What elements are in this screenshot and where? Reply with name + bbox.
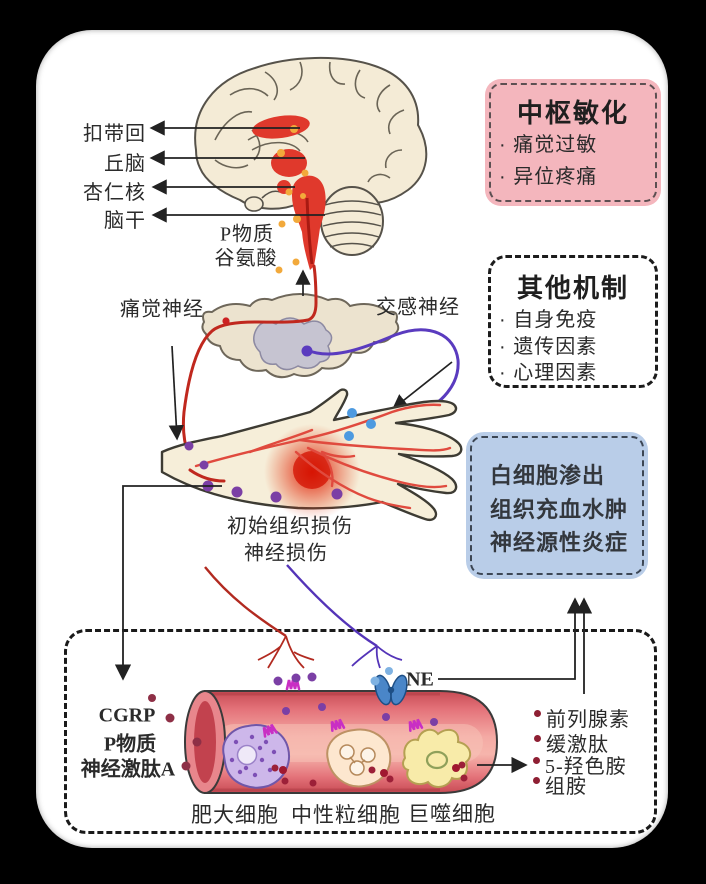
label-substance-p-vessel: P物质	[103, 733, 157, 756]
other-box-item-label: 自身免疫	[513, 309, 598, 331]
label-ne: NE	[406, 668, 434, 691]
other-box-item-label: 心理因素	[513, 362, 598, 384]
central-box-item: · 痛觉过敏	[499, 128, 597, 157]
central-box-item: · 异位疼痛	[499, 160, 597, 189]
other-box-item-label: 遗传因素	[513, 336, 598, 358]
label-mast-cell: 肥大细胞	[191, 803, 279, 827]
bullet-char: ·	[499, 362, 507, 384]
central-box-item-label: 异位疼痛	[513, 166, 598, 188]
bullet-char: ·	[499, 166, 507, 188]
bullet-char: ·	[499, 309, 507, 331]
inflammation-line-neurogenic: 神经源性炎症	[490, 530, 629, 555]
label-serotonin: 5-羟色胺	[545, 756, 627, 778]
label-macrophage: 巨噬细胞	[408, 802, 496, 826]
bullet-char: ·	[499, 336, 507, 358]
label-sympathetic-nerve: 交感神经	[376, 296, 460, 319]
label-initial-tissue-injury: 初始组织损伤	[227, 515, 353, 538]
label-amygdala: 杏仁核	[83, 182, 146, 204]
label-thalamus: 丘脑	[104, 153, 146, 175]
other-mechanisms-box: 其他机制 · 自身免疫 · 遗传因素 · 心理因素	[488, 255, 658, 388]
central-box-dashed-border	[489, 83, 657, 202]
label-glutamate: 谷氨酸	[214, 247, 278, 270]
label-brainstem: 脑干	[104, 210, 146, 232]
label-nerve-injury: 神经损伤	[244, 542, 328, 565]
other-box-title: 其他机制	[516, 273, 629, 303]
mediator-bullet	[533, 757, 540, 764]
label-neurokinin-a: 神经激肽A	[80, 758, 176, 781]
inflammation-box-dashed-border	[470, 436, 644, 575]
central-box-item-label: 痛觉过敏	[513, 134, 598, 156]
other-box-item: · 自身免疫	[499, 303, 597, 332]
label-cgrp: CGRP	[98, 704, 156, 727]
inflammation-line-leukocyte: 白细胞渗出	[490, 463, 606, 488]
other-box-item: · 心理因素	[499, 356, 597, 385]
mediator-bullet	[534, 710, 541, 717]
mediator-bullet	[533, 777, 540, 784]
label-histamine: 组胺	[545, 776, 587, 798]
label-prostaglandin: 前列腺素	[546, 709, 630, 731]
inflammation-line-edema: 组织充血水肿	[490, 497, 629, 522]
central-box-title: 中枢敏化	[516, 98, 629, 128]
mediator-bullet	[534, 735, 541, 742]
label-bradykinin: 缓激肽	[546, 734, 609, 756]
label-neutrophil: 中性粒细胞	[291, 803, 401, 827]
label-substance-p-brain: P物质	[219, 223, 275, 246]
label-cingulate-gyrus: 扣带回	[83, 123, 146, 145]
inflammation-box: 白细胞渗出 组织充血水肿 神经源性炎症	[466, 432, 648, 579]
bullet-char: ·	[499, 134, 507, 156]
label-pain-nerve: 痛觉神经	[120, 298, 204, 321]
other-box-item: · 遗传因素	[499, 330, 597, 359]
central-sensitization-box: 中枢敏化 · 痛觉过敏 · 异位疼痛	[485, 79, 661, 206]
